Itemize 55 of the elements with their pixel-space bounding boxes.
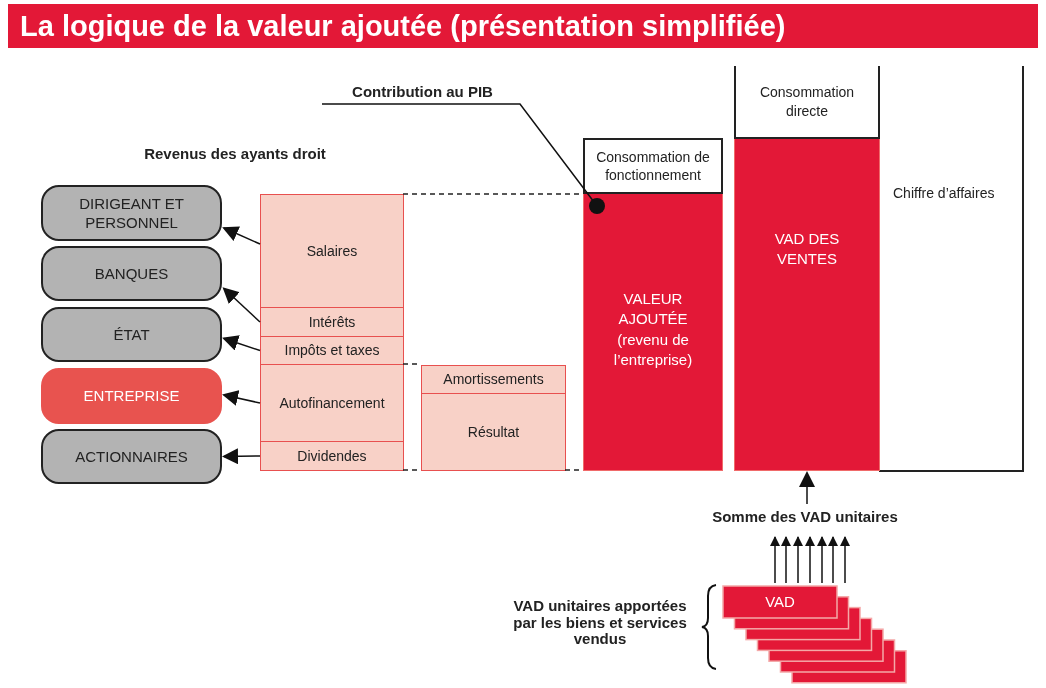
block-label: Amortissements [443, 370, 544, 389]
title-bar: La logique de la valeur ajoutée (présentation simplifiée) [8, 4, 1038, 48]
arrow [222, 226, 261, 245]
box-label: BANQUES [94, 263, 169, 284]
rounded-box [41, 429, 222, 484]
open-frame [879, 66, 1024, 472]
stacked-block [260, 336, 404, 365]
box-label: ENTREPRISE [83, 386, 180, 406]
stacked-block [583, 138, 723, 194]
arrow [781, 536, 791, 584]
arrow [828, 536, 838, 584]
arrow [222, 335, 261, 352]
box-label: ÉTAT [113, 324, 150, 345]
stacked-block [421, 365, 566, 394]
block-label: Consommation de fonctionnement [595, 147, 711, 185]
heading-text: Contribution au PIB [352, 82, 493, 102]
stacked-block [421, 393, 566, 471]
arrow [817, 536, 827, 584]
bar-label: VAD DES VENTES [773, 229, 841, 268]
block-label: Dividendes [297, 446, 367, 466]
rounded-box [41, 246, 222, 301]
bar-segment [734, 138, 880, 471]
arrow [222, 287, 261, 323]
stacked-block [260, 441, 404, 471]
arrow [793, 536, 803, 584]
block-label: Consommation directe [758, 83, 856, 120]
arrow [799, 471, 815, 505]
box-label: ACTIONNAIRES [75, 446, 188, 467]
stacked-block [734, 66, 880, 139]
leader-line [321, 103, 605, 214]
block-label: Impôts et taxes [284, 341, 380, 360]
arrow [805, 536, 815, 584]
card-label: VAD [764, 592, 796, 612]
bar-label: VALEUR AJOUTÉE [617, 289, 689, 328]
frame-label: Chiffre d’affaires [893, 184, 995, 203]
arrow [222, 390, 261, 406]
block-label: Intérêts [308, 312, 356, 332]
arrow [840, 536, 850, 584]
block-label: Autofinancement [279, 393, 385, 413]
rounded-box [41, 368, 222, 424]
bar-segment [583, 193, 723, 471]
bar-label: (revenu de l’entreprise) [612, 330, 694, 369]
heading-label: Revenus des ayants droit [143, 146, 327, 163]
block-label: Salaires [306, 241, 358, 261]
stacked-block [260, 364, 404, 442]
stacked-block [260, 194, 404, 308]
arrow [222, 448, 261, 465]
block-label: Résultat [467, 422, 520, 442]
heading-text: Somme des VAD unitaires [712, 507, 898, 527]
box-label: DIRIGEANT ET PERSONNEL [78, 193, 185, 233]
rounded-box [41, 185, 222, 241]
arrow [770, 536, 780, 584]
stacked-block [260, 307, 404, 337]
rounded-box [41, 307, 222, 362]
caption-text: VAD unitaires apportées par les biens et services vendus [512, 598, 688, 648]
